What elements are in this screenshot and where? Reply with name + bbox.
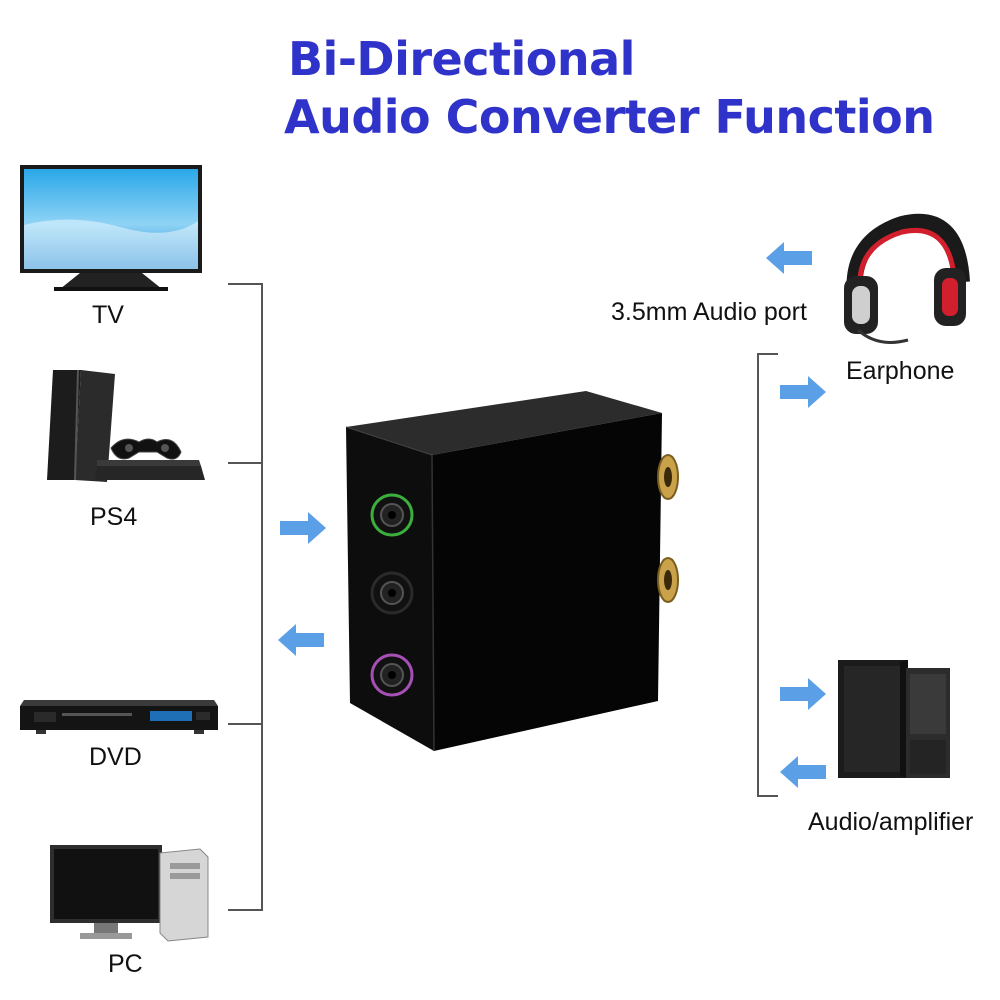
arrow-right-icon (280, 512, 326, 544)
dvd-player-icon (20, 700, 218, 734)
pc-label: PC (108, 950, 143, 978)
amplifier-label: Audio/amplifier (808, 808, 974, 836)
arrow-left-icon (780, 756, 826, 788)
game-console-icon (47, 370, 205, 482)
tv-label: TV (92, 301, 124, 329)
audio-converter-device (345, 391, 679, 752)
earphone-label: Earphone (846, 357, 955, 385)
left-bracket (228, 283, 263, 911)
audio-port-label: 3.5mm Audio port (611, 298, 807, 326)
title-line-2: Audio Converter Function (284, 90, 935, 144)
title-line-1: Bi-Directional (288, 32, 635, 86)
tv-icon (20, 165, 202, 291)
right-bracket (757, 353, 778, 797)
arrow-left-icon (278, 624, 324, 656)
jack-green (370, 493, 414, 537)
ps4-label: PS4 (90, 503, 138, 531)
arrow-right-icon (780, 678, 826, 710)
speakers-icon (838, 660, 950, 778)
dvd-label: DVD (89, 743, 142, 771)
arrow-right-icon (780, 376, 826, 408)
desktop-pc-icon (50, 845, 209, 942)
headphones-icon (844, 213, 970, 344)
arrow-left-icon (766, 242, 812, 274)
